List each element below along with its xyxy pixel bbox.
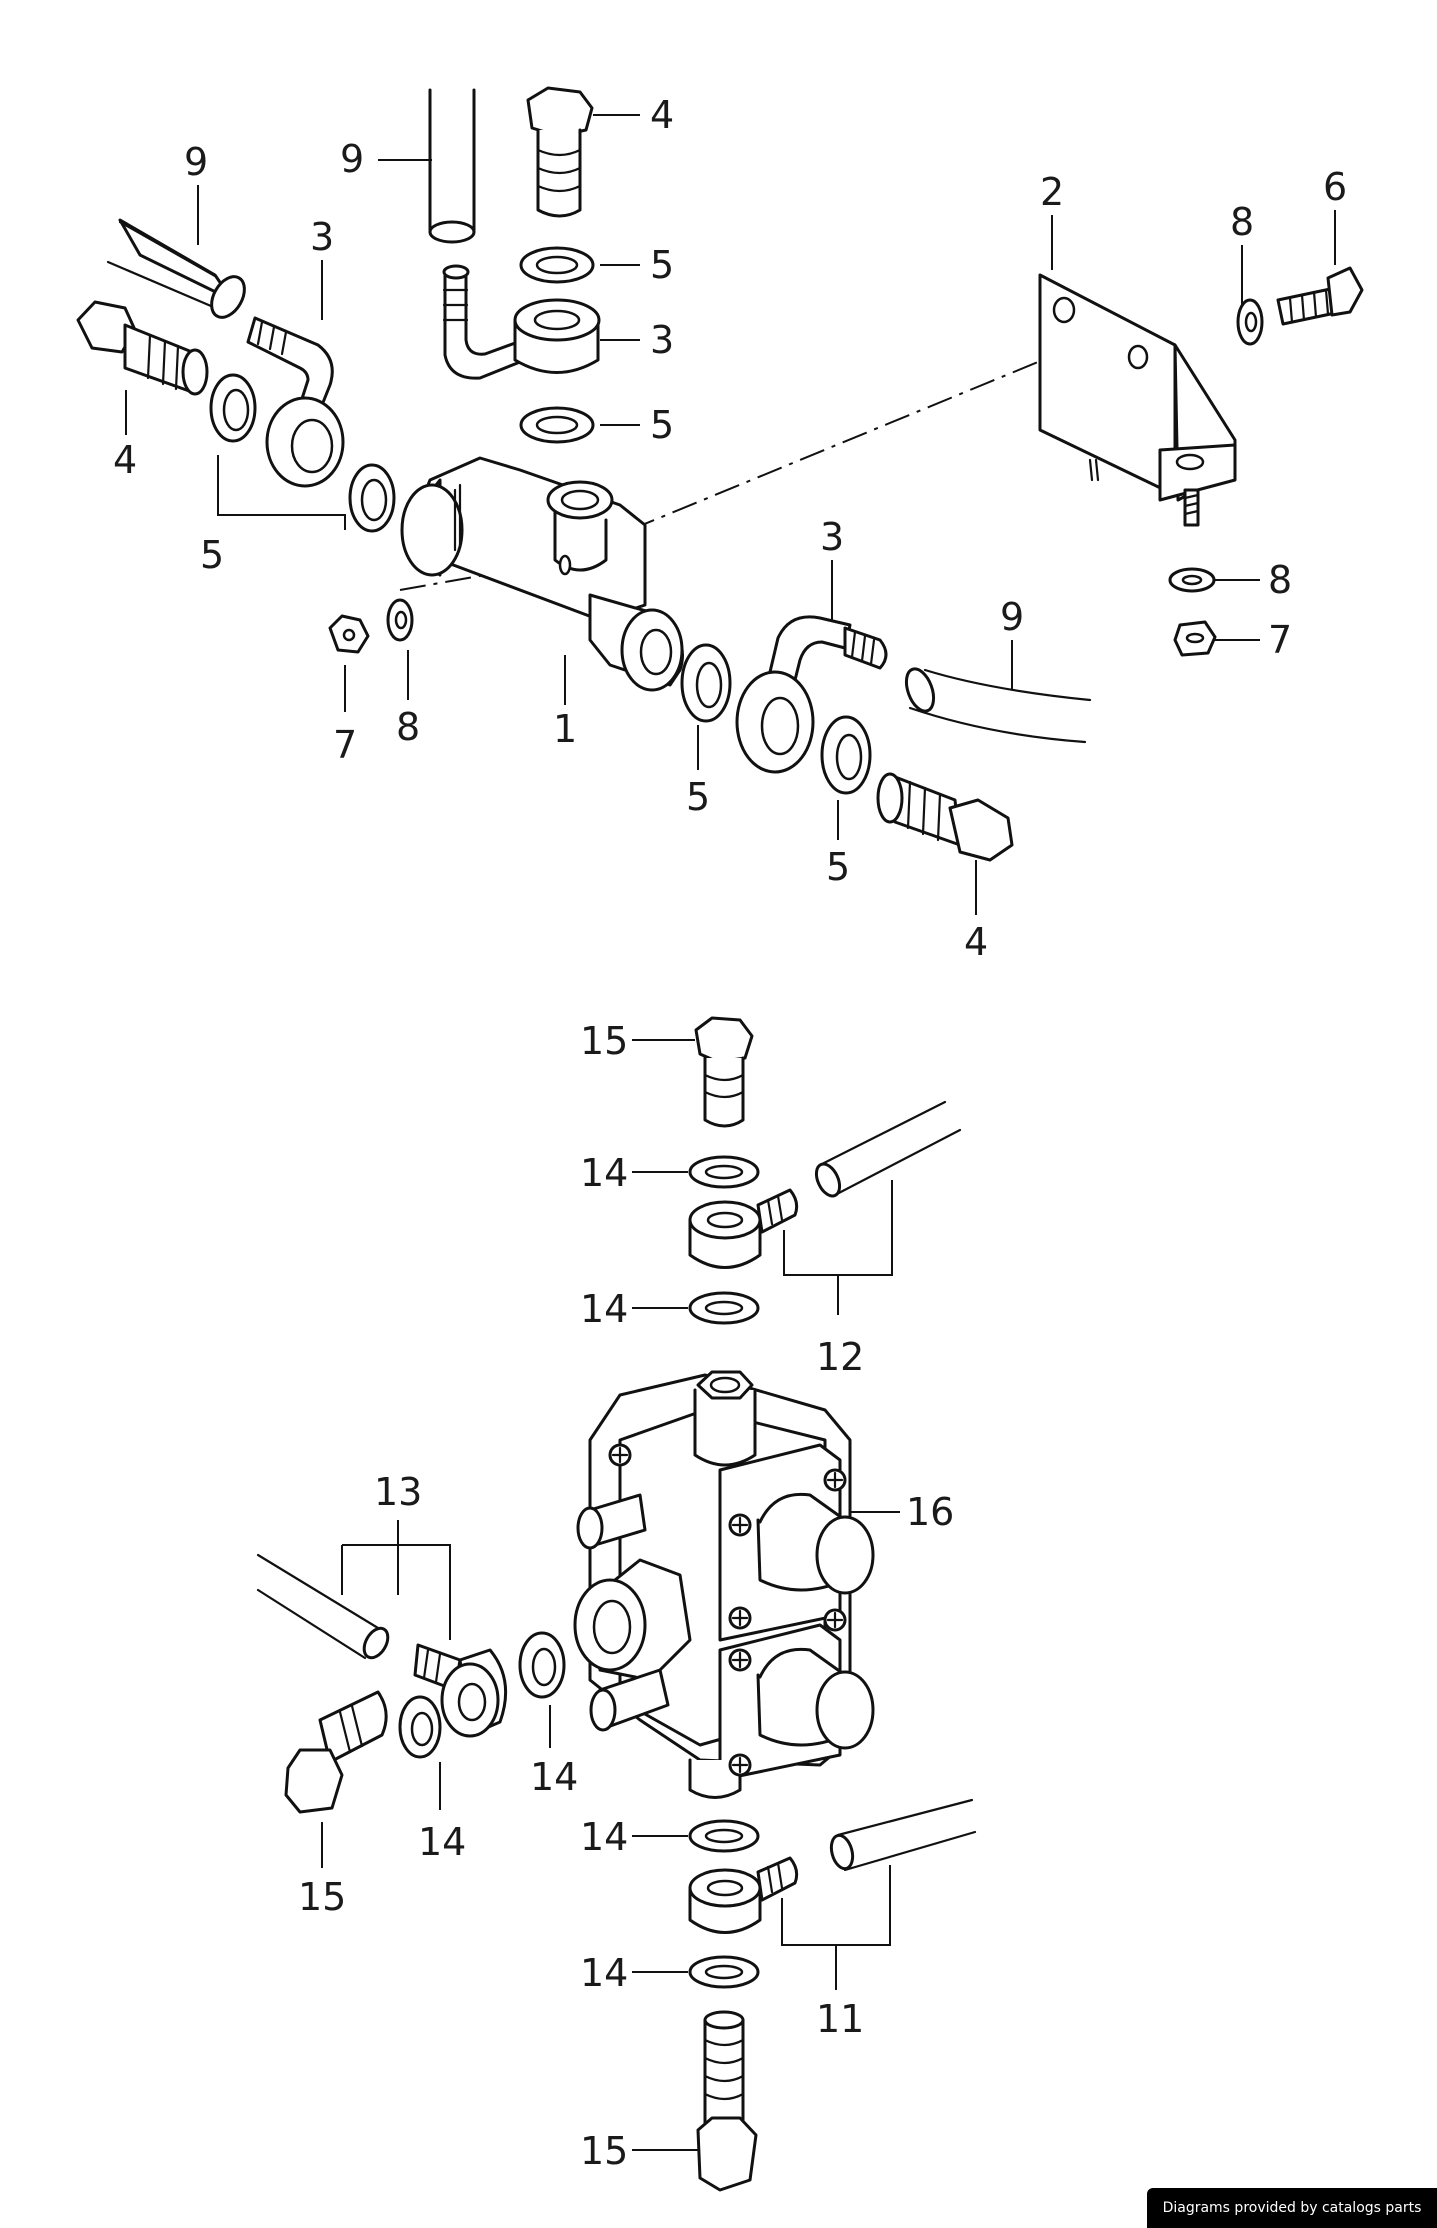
callout-15-top: 15 [580,1019,628,1063]
banjo-fitting-3-left [246,316,345,488]
banjo-bolt-4-left [76,300,209,396]
banjo-fitting-11 [688,1856,799,1934]
hose-12 [814,1100,962,1198]
callout-3-top: 3 [650,318,674,362]
banjo-fitting-13 [413,1643,508,1738]
callout-3-left: 3 [310,215,334,259]
callout-7-right: 7 [1268,618,1292,662]
callout-9-top: 9 [340,137,364,181]
lower-assembly: 15 14 14 12 13 16 14 14 15 14 11 14 15 [256,1016,977,2192]
callout-5-left: 5 [200,533,224,577]
callout-8-left: 8 [396,705,420,749]
banjo-fitting-12 [688,1188,799,1269]
callout-15-left: 15 [298,1875,346,1919]
banjo-bolt-15-bottom [696,2010,758,2192]
nut-7-left [328,614,370,654]
callout-4-left: 4 [113,438,137,482]
callout-5-right-b: 5 [826,845,850,889]
callout-3-right: 3 [820,515,844,559]
callout-4-top: 4 [650,93,674,137]
hose-11 [829,1798,977,1872]
callout-14-lower-b: 14 [580,1951,628,1995]
callout-16: 16 [906,1490,954,1534]
callout-5-top-a: 5 [650,243,674,287]
callout-1: 1 [553,707,577,751]
callout-8-right-bottom: 8 [1268,558,1292,602]
hose-9-left [106,218,246,319]
callout-2: 2 [1040,170,1064,214]
callout-4-right: 4 [964,920,988,964]
callout-9-left: 9 [184,140,208,184]
callout-14-left-a: 14 [530,1755,578,1799]
banjo-bolt-15-left [284,1690,388,1814]
control-valve-16 [573,1370,875,1799]
lower-leader-lines [321,1039,900,2151]
hose-13 [256,1553,390,1660]
bracket-2 [1038,273,1237,527]
hose-9-right [904,667,1092,744]
callout-14-lower-a: 14 [580,1815,628,1859]
callout-11: 11 [816,1997,864,2041]
callout-5-top-b: 5 [650,403,674,447]
callout-9-right: 9 [1000,595,1024,639]
callout-14-upper-a: 14 [580,1151,628,1195]
callout-6: 6 [1323,165,1347,209]
upper-callouts: 9 9 4 5 3 5 3 4 5 2 8 6 8 7 3 9 7 8 1 5 … [113,93,1347,964]
nut-7-right [1173,620,1217,657]
banjo-fitting-3-right [735,615,888,774]
banjo-fitting-3-top [442,264,601,380]
screw-6 [1276,266,1364,326]
hose-9-top [428,88,476,244]
callout-14-upper-b: 14 [580,1287,628,1331]
lower-callouts: 15 14 14 12 13 16 14 14 15 14 11 14 15 [298,1019,954,2173]
upper-assembly: 9 9 4 5 3 5 3 4 5 2 8 6 8 7 3 9 7 8 1 5 … [76,86,1364,964]
callout-7-left: 7 [333,723,357,767]
callout-15-bottom: 15 [580,2129,628,2173]
credit-badge: Diagrams provided by catalogs parts [1147,2188,1437,2228]
callout-8-right-top: 8 [1230,200,1254,244]
callout-13: 13 [374,1470,422,1514]
banjo-bolt-4-right [876,772,1014,862]
callout-14-left-b: 14 [418,1820,466,1864]
callout-12: 12 [816,1335,864,1379]
valve-body-1 [400,456,684,692]
banjo-bolt-4-top [526,86,594,218]
callout-5-right-a: 5 [686,775,710,819]
upper-leader-lines [125,114,1336,915]
banjo-bolt-15-top [694,1016,754,1128]
